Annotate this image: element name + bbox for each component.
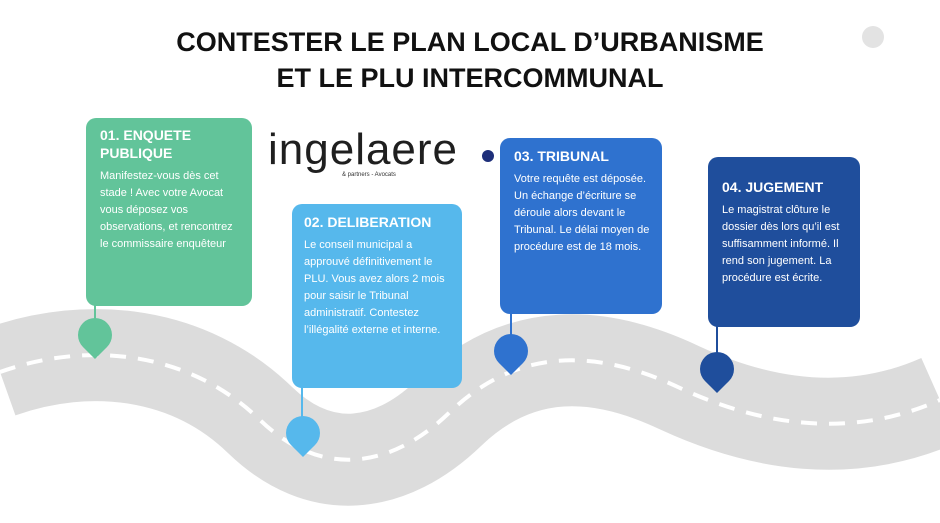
road-centerline bbox=[0, 353, 940, 462]
step-4-heading: 04. JUGEMENT bbox=[722, 179, 824, 195]
step-3-text: Votre requête est déposée. Un échange d’… bbox=[514, 173, 650, 253]
logo-tagline: & partners - Avocats bbox=[342, 172, 396, 178]
logo-wordmark: ingelaere bbox=[268, 125, 459, 174]
step-3-heading: 03. TRIBUNAL bbox=[514, 148, 609, 164]
step-1-card: 01. ENQUETE PUBLIQUE Manifestez-vous dès… bbox=[86, 118, 252, 306]
step-2-card: 02. DELIBERATION Le conseil municipal a … bbox=[292, 204, 462, 388]
step-1-heading: 01. ENQUETE PUBLIQUE bbox=[100, 127, 192, 161]
page-title: CONTESTER LE PLAN LOCAL D’URBANISME ET L… bbox=[0, 24, 940, 96]
road-band bbox=[0, 309, 940, 506]
ingelaere-logo: ingelaere & partners - Avocats bbox=[268, 108, 498, 188]
title-line-1: CONTESTER LE PLAN LOCAL D’URBANISME bbox=[176, 27, 764, 57]
step-2-stem bbox=[301, 380, 303, 418]
step-4-stem bbox=[716, 318, 718, 354]
step-3-stem bbox=[510, 300, 512, 336]
corner-dot bbox=[862, 26, 884, 48]
step-4-card: 04. JUGEMENT Le magistrat clôture le dos… bbox=[708, 157, 860, 327]
step-2-text: Le conseil municipal a approuvé définiti… bbox=[304, 239, 445, 336]
step-3-card: 03. TRIBUNAL Votre requête est déposée. … bbox=[500, 138, 662, 314]
title-line-2: ET LE PLU INTERCOMMUNAL bbox=[276, 63, 664, 93]
logo-dot bbox=[482, 150, 494, 162]
step-1-text: Manifestez-vous dès cet stade ! Avec vot… bbox=[100, 170, 233, 250]
step-2-heading: 02. DELIBERATION bbox=[304, 214, 432, 230]
step-4-text: Le magistrat clôture le dossier dès lors… bbox=[722, 204, 840, 284]
